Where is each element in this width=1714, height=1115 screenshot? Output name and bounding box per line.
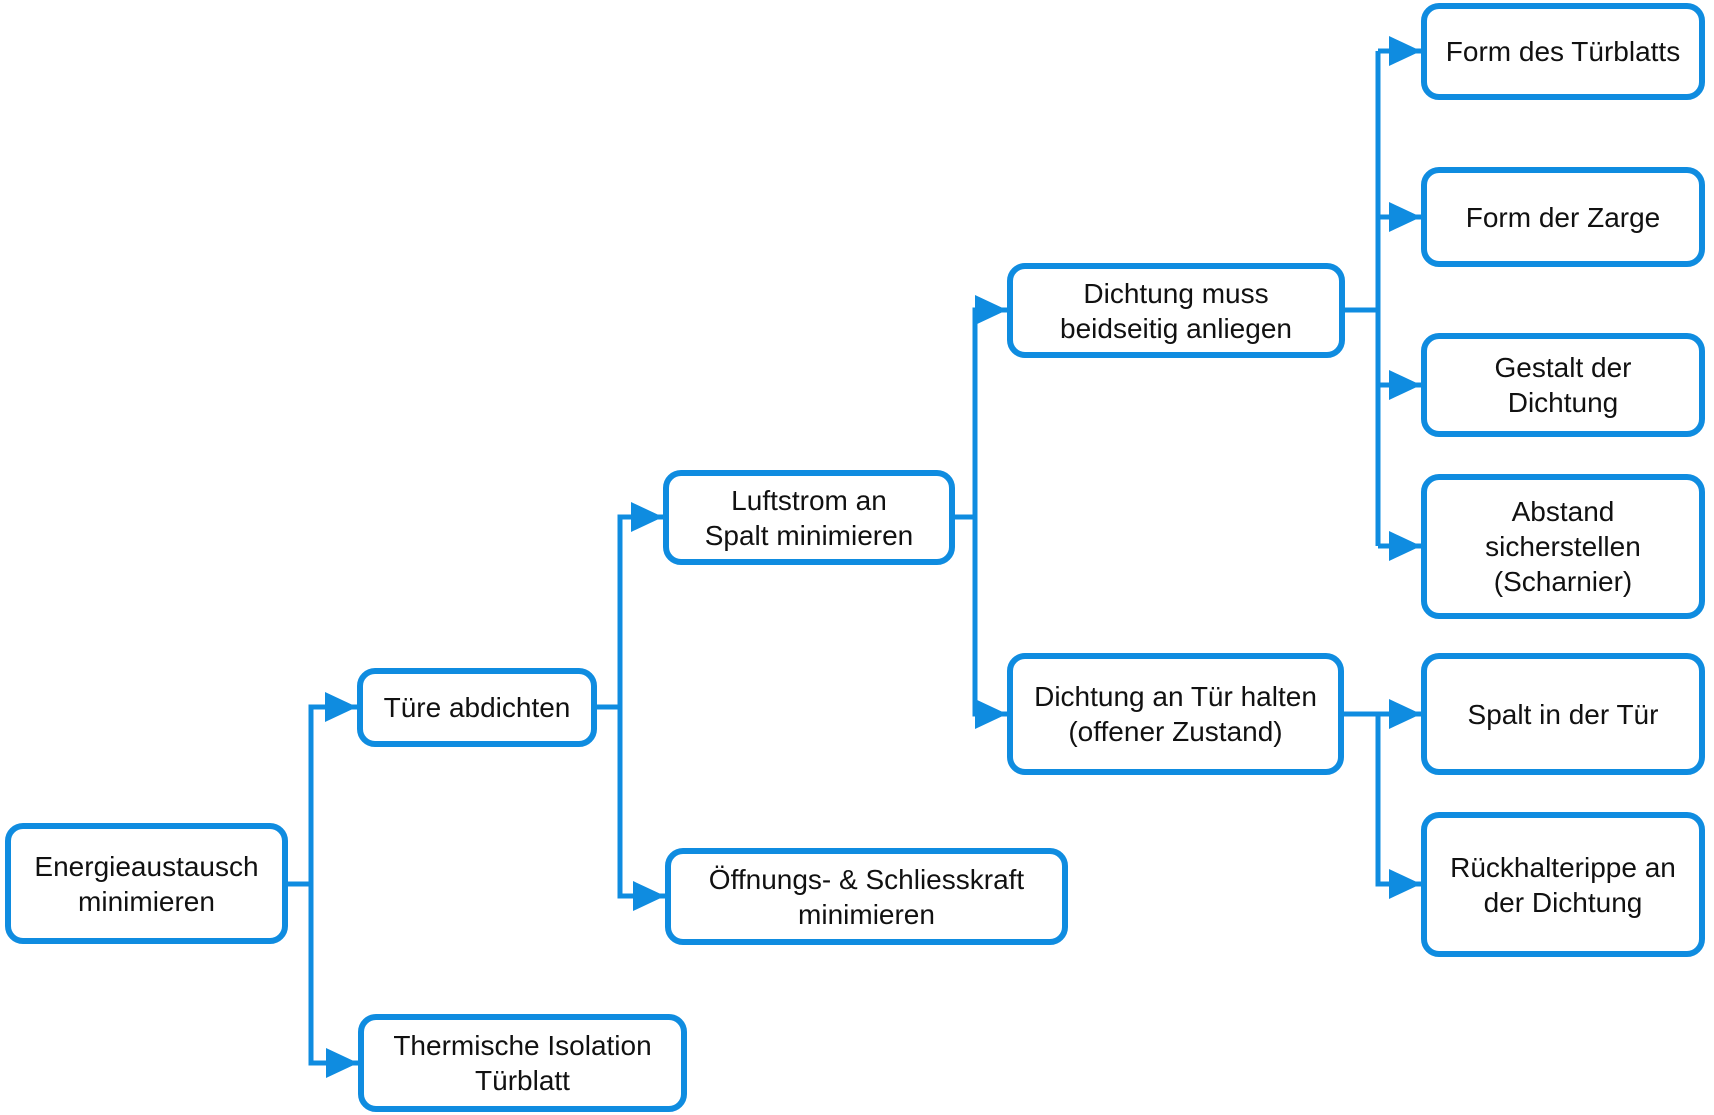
- node-gestalt-der-dichtung: Gestalt der Dichtung: [1421, 333, 1705, 437]
- node-dichtung-an-tuer-halten: Dichtung an Tür halten (offener Zustand): [1007, 653, 1344, 775]
- node-oeffnungs-schliesskraft-minimieren: Öffnungs- & Schliesskraft minimieren: [665, 848, 1068, 945]
- node-thermische-isolation-tuerblatt: Thermische Isolation Türblatt: [358, 1014, 687, 1112]
- edge-root-to-tuere-abdichten: [288, 692, 357, 887]
- edge-root-to-thermische-isolation: [308, 884, 358, 1078]
- edge-luftstrom-to-dichtung-beidseitig: [955, 295, 1007, 520]
- edge-to-rueckhalterippe: [1375, 714, 1421, 899]
- node-energieaustausch-minimieren: Energieaustausch minimieren: [5, 823, 288, 944]
- edge-tuere-to-oeffnungs-schliesskraft: [617, 707, 665, 911]
- node-form-des-tuerblatts: Form des Türblatts: [1421, 3, 1705, 100]
- edge-tuere-to-luftstrom: [597, 502, 663, 710]
- edge-luftstrom-to-dichtung-halten: [972, 517, 1007, 729]
- node-rueckhalterippe-an-der-dichtung: Rückhalterippe an der Dichtung: [1421, 812, 1705, 957]
- node-tuere-abdichten: Türe abdichten: [357, 668, 597, 747]
- node-luftstrom-an-spalt-minimieren: Luftstrom an Spalt minimieren: [663, 470, 955, 565]
- node-dichtung-muss-beidseitig-anliegen: Dichtung muss beidseitig anliegen: [1007, 263, 1345, 358]
- node-spalt-in-der-tuer: Spalt in der Tür: [1421, 653, 1705, 775]
- node-form-der-zarge: Form der Zarge: [1421, 167, 1705, 267]
- node-abstand-sicherstellen-scharnier: Abstand sicherstellen (Scharnier): [1421, 474, 1705, 619]
